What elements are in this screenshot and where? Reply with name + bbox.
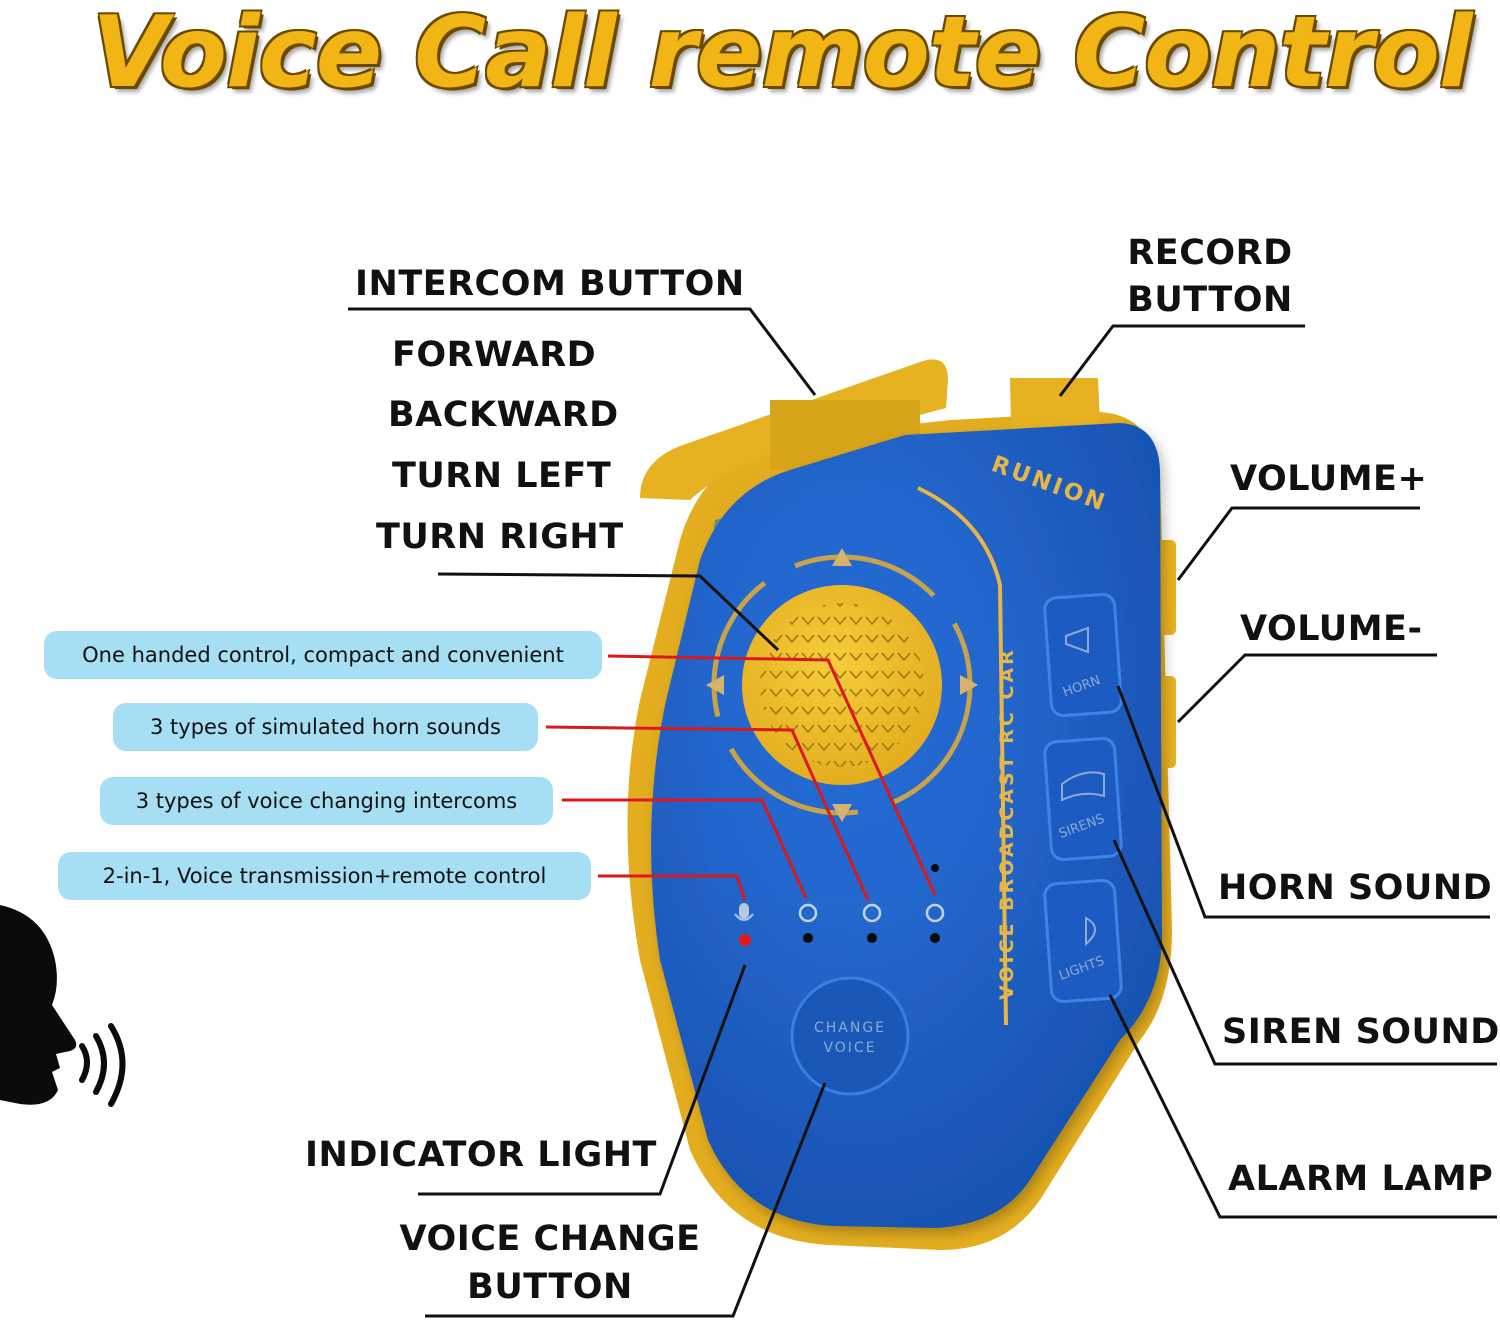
- voice-dot-3: [930, 933, 940, 943]
- leader-lines: [348, 307, 1497, 1318]
- label-forward: FORWARD: [392, 335, 597, 375]
- mode-indicators: [734, 864, 945, 946]
- change-voice-label-line2: VOICE: [823, 1040, 876, 1056]
- arrow-up-icon[interactable]: [832, 548, 852, 566]
- feature-pill-3: 3 types of voice changing intercoms: [100, 777, 553, 825]
- siren-icon: [1061, 771, 1105, 802]
- volume-up-key[interactable]: [1156, 540, 1176, 635]
- horn-icon: [1065, 626, 1089, 654]
- leader-voice-change: [425, 1082, 827, 1318]
- feature-leader-1: [607, 654, 937, 896]
- voice-robot-icon: [798, 903, 818, 923]
- feature-leader-4: [598, 874, 747, 901]
- leader-alarm-lamp: [1108, 994, 1497, 1219]
- leader-record: [1058, 324, 1305, 397]
- speaking-person-icon: [0, 905, 126, 1107]
- label-volume-down: VOLUME-: [1240, 609, 1423, 649]
- label-indicator-light: INDICATOR LIGHT: [305, 1135, 657, 1175]
- gold-stripe: [917, 486, 1008, 1026]
- voice-child-icon: [862, 903, 882, 923]
- sirens-button[interactable]: SIRENS: [1043, 737, 1123, 861]
- feature-leader-lines: [545, 654, 937, 901]
- change-voice-button[interactable]: CHANGE VOICE: [790, 976, 910, 1096]
- leader-intercom: [348, 307, 817, 396]
- leader-dpad: [437, 572, 780, 652]
- speaker-grill: [760, 603, 924, 767]
- label-voice-change-line2: BUTTON: [467, 1267, 633, 1307]
- label-voice-change-line1: VOICE CHANGE: [399, 1219, 701, 1259]
- horn-button[interactable]: HORN: [1043, 593, 1123, 717]
- label-backward: BACKWARD: [388, 395, 619, 435]
- label-volume-up: VOLUME+: [1230, 459, 1428, 499]
- feature-pill-2: 3 types of simulated horn sounds: [113, 703, 538, 751]
- arrow-left-icon[interactable]: [706, 675, 724, 695]
- title: Voice Call remote Control: [92, 0, 1472, 110]
- label-turn-left: TURN LEFT: [392, 456, 612, 496]
- product-name: VOICE BROADCAST RC CAR: [996, 647, 1018, 1000]
- feature-pill-4: 2-in-1, Voice transmission+remote contro…: [58, 852, 591, 900]
- status-dot: [931, 864, 939, 872]
- sound-wave: [169, 958, 537, 1048]
- leader-volume-up: [1176, 506, 1420, 581]
- feature-leader-3: [562, 798, 808, 899]
- voice-dot-1: [803, 933, 813, 943]
- label-record-line1: RECORD: [1127, 233, 1293, 273]
- voice-monster-icon: [925, 903, 945, 923]
- leader-volume-down: [1176, 653, 1437, 724]
- label-siren-sound: SIREN SOUND: [1222, 1012, 1500, 1052]
- microphone-icon: [734, 903, 754, 921]
- arrow-down-icon[interactable]: [832, 804, 852, 822]
- feature-pill-1: One handed control, compact and convenie…: [44, 631, 602, 679]
- indicator-light: [739, 934, 751, 946]
- feature-leader-2: [545, 725, 870, 901]
- lights-button[interactable]: LIGHTS: [1043, 879, 1123, 1003]
- leader-siren: [1112, 839, 1497, 1066]
- label-turn-right: TURN RIGHT: [376, 517, 624, 557]
- headlight-icon: [1085, 916, 1096, 947]
- label-intercom-button: INTERCOM BUTTON: [355, 264, 745, 304]
- direction-pad[interactable]: [706, 548, 978, 822]
- label-record-line2: BUTTON: [1127, 280, 1293, 320]
- change-voice-label-line1: CHANGE: [814, 1020, 886, 1036]
- label-alarm-lamp: ALARM LAMP: [1228, 1159, 1494, 1199]
- label-horn-sound: HORN SOUND: [1218, 868, 1493, 908]
- voice-dot-2: [867, 933, 877, 943]
- leader-horn: [1116, 685, 1490, 919]
- leader-indicator: [418, 964, 747, 1196]
- arrow-right-icon[interactable]: [960, 675, 978, 695]
